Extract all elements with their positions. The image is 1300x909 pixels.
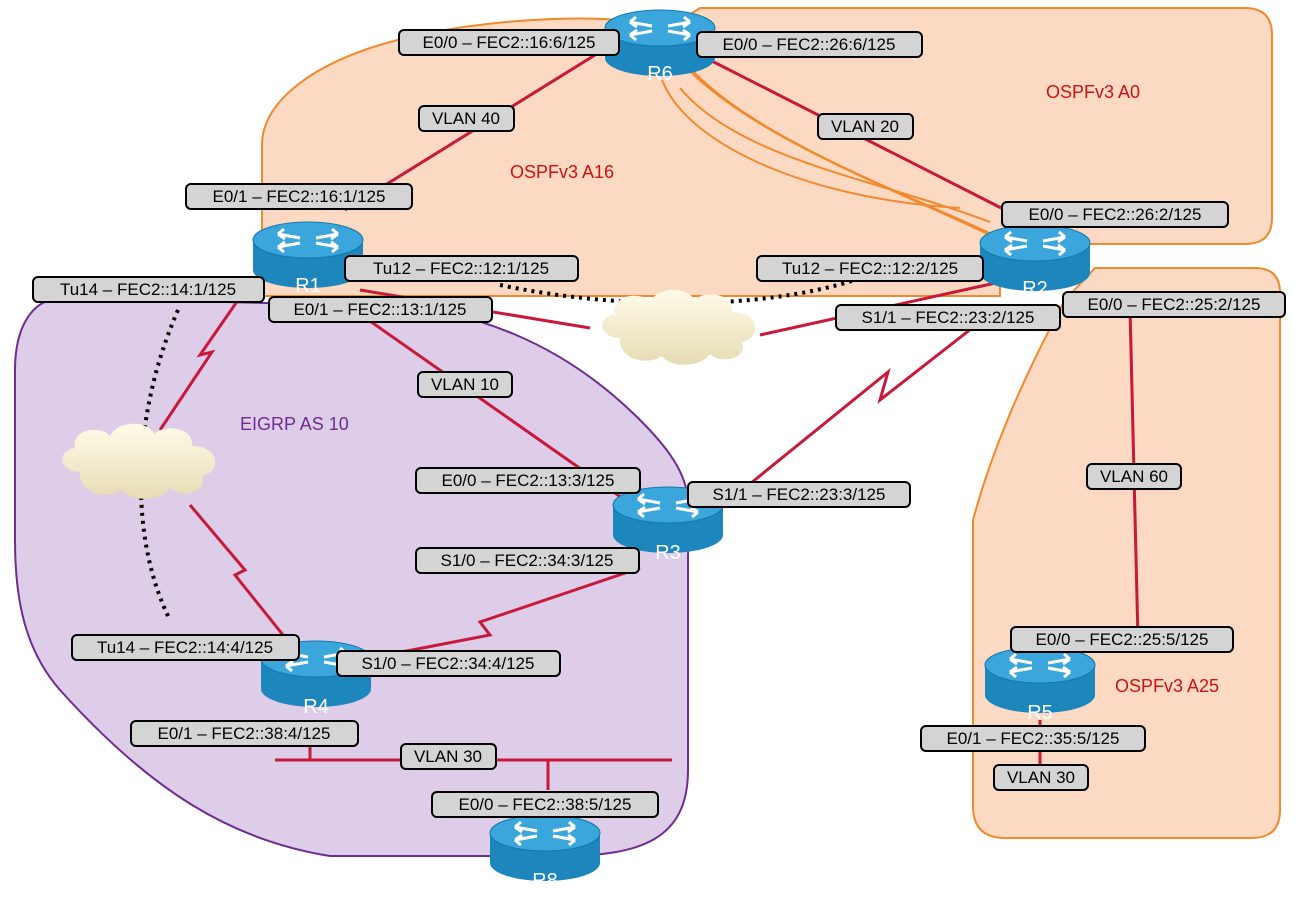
svg-text:E0/0 – FEC2::13:3/125: E0/0 – FEC2::13:3/125	[442, 471, 615, 490]
router-r1[interactable]: R1	[251, 220, 365, 297]
svg-text:E0/1 – FEC2::38:4/125: E0/1 – FEC2::38:4/125	[158, 724, 331, 743]
vlan-label: VLAN 40	[418, 105, 515, 132]
svg-text:VLAN 30: VLAN 30	[1007, 768, 1075, 787]
router-r2[interactable]: R2	[978, 223, 1092, 300]
router-name: R1	[295, 275, 321, 297]
svg-text:S1/0 – FEC2::34:3/125: S1/0 – FEC2::34:3/125	[441, 551, 614, 570]
svg-text:E0/0 – FEC2::38:5/125: E0/0 – FEC2::38:5/125	[459, 795, 632, 814]
link-r1-cloud-serial	[158, 289, 247, 431]
interface-label: S1/0 – FEC2::34:4/125	[336, 650, 561, 677]
router-r8[interactable]: R8	[488, 813, 602, 892]
svg-text:E0/1 – FEC2::13:1/125: E0/1 – FEC2::13:1/125	[294, 300, 467, 319]
router-name: R2	[1022, 278, 1048, 300]
area-label-eigrp: EIGRP AS 10	[240, 414, 349, 434]
router-r3[interactable]: R3	[611, 485, 725, 564]
router-r5[interactable]: R5	[983, 645, 1097, 724]
interface-label: E0/0 – FEC2::16:6/125	[398, 29, 620, 56]
router-name: R6	[647, 63, 673, 85]
a16-boundary-curve	[661, 79, 961, 209]
interface-label: E0/0 – FEC2::25:5/125	[1010, 626, 1234, 653]
a0-boundary-curve	[679, 87, 991, 223]
router-name: R5	[1027, 702, 1053, 724]
vlan-label: VLAN 30	[993, 764, 1089, 791]
eigrp-as10-region	[14, 296, 690, 857]
svg-text:S1/1 – FEC2::23:3/125: S1/1 – FEC2::23:3/125	[713, 485, 886, 504]
router-name: R4	[303, 696, 329, 718]
vlan-label: VLAN 10	[417, 371, 513, 398]
svg-text:VLAN 20: VLAN 20	[831, 117, 899, 136]
svg-text:Tu12 – FEC2::12:1/125: Tu12 – FEC2::12:1/125	[373, 259, 549, 278]
svg-text:Tu14 – FEC2::14:1/125: Tu14 – FEC2::14:1/125	[60, 280, 236, 299]
svg-text:E0/0 – FEC2::25:2/125: E0/0 – FEC2::25:2/125	[1088, 295, 1261, 314]
ospf-area-a25-region	[972, 267, 1281, 839]
svg-text:E0/0 – FEC2::16:6/125: E0/0 – FEC2::16:6/125	[423, 33, 596, 52]
vlan-label: VLAN 20	[817, 113, 914, 140]
svg-text:VLAN 40: VLAN 40	[432, 109, 500, 128]
area-label-a16: OSPFv3 A16	[510, 162, 614, 182]
router-name: R3	[655, 542, 681, 564]
interface-label: E0/1 – FEC2::35:5/125	[920, 725, 1146, 752]
interface-label: Tu12 – FEC2::12:2/125	[756, 255, 984, 282]
link-cloud-r4-serial	[188, 504, 297, 651]
interface-label: E0/0 – FEC2::13:3/125	[415, 467, 641, 494]
interface-label: S1/0 – FEC2::34:3/125	[415, 547, 640, 574]
interface-label: Tu14 – FEC2::14:4/125	[71, 634, 300, 661]
interface-label: E0/0 – FEC2::26:6/125	[696, 31, 923, 58]
svg-text:S1/1 – FEC2::23:2/125: S1/1 – FEC2::23:2/125	[862, 308, 1035, 327]
link-r1-r3-vlan10	[339, 298, 626, 502]
router-name: R8	[532, 870, 558, 892]
tunnel-r1-r2-dotted	[499, 278, 856, 306]
router-r4[interactable]: R4	[259, 639, 373, 718]
interface-label: E0/1 – FEC2::13:1/125	[268, 296, 493, 323]
svg-text:Tu12 – FEC2::12:2/125: Tu12 – FEC2::12:2/125	[782, 259, 958, 278]
interface-label: E0/1 – FEC2::38:4/125	[130, 720, 359, 747]
svg-text:E0/0 – FEC2::26:2/125: E0/0 – FEC2::26:2/125	[1029, 205, 1202, 224]
link-r2-r3-serial	[729, 316, 986, 502]
interface-label: E0/0 – FEC2::25:2/125	[1062, 291, 1286, 318]
svg-text:S1/0 – FEC2::34:4/125: S1/0 – FEC2::34:4/125	[362, 654, 535, 673]
vlan-label: VLAN 30	[400, 743, 497, 770]
interface-label: Tu12 – FEC2::12:1/125	[344, 255, 579, 282]
svg-text:E0/0 – FEC2::25:5/125: E0/0 – FEC2::25:5/125	[1036, 630, 1209, 649]
svg-text:E0/1 – FEC2::16:1/125: E0/1 – FEC2::16:1/125	[213, 187, 386, 206]
area-label-a25: OSPFv3 A25	[1115, 676, 1219, 696]
svg-text:Tu14 – FEC2::14:4/125: Tu14 – FEC2::14:4/125	[97, 638, 273, 657]
interface-label: Tu14 – FEC2::14:1/125	[32, 276, 265, 303]
router-r6[interactable]: R6	[603, 8, 717, 85]
svg-text:E0/1 – FEC2::35:5/125: E0/1 – FEC2::35:5/125	[947, 729, 1120, 748]
interface-label: E0/1 – FEC2::16:1/125	[185, 183, 413, 210]
svg-text:VLAN 10: VLAN 10	[431, 375, 499, 394]
vlan-label: VLAN 60	[1086, 463, 1182, 490]
svg-text:E0/0 – FEC2::26:6/125: E0/0 – FEC2::26:6/125	[723, 35, 896, 54]
interface-label: S1/1 – FEC2::23:2/125	[835, 304, 1061, 331]
interface-label: S1/1 – FEC2::23:3/125	[687, 481, 911, 508]
interface-label: E0/0 – FEC2::38:5/125	[431, 791, 659, 818]
interface-label: E0/0 – FEC2::26:2/125	[1001, 201, 1229, 228]
area-label-a0: OSPFv3 A0	[1046, 82, 1140, 102]
link-r3-r4-serial	[359, 566, 641, 662]
svg-text:VLAN 30: VLAN 30	[414, 747, 482, 766]
svg-text:VLAN 60: VLAN 60	[1100, 467, 1168, 486]
